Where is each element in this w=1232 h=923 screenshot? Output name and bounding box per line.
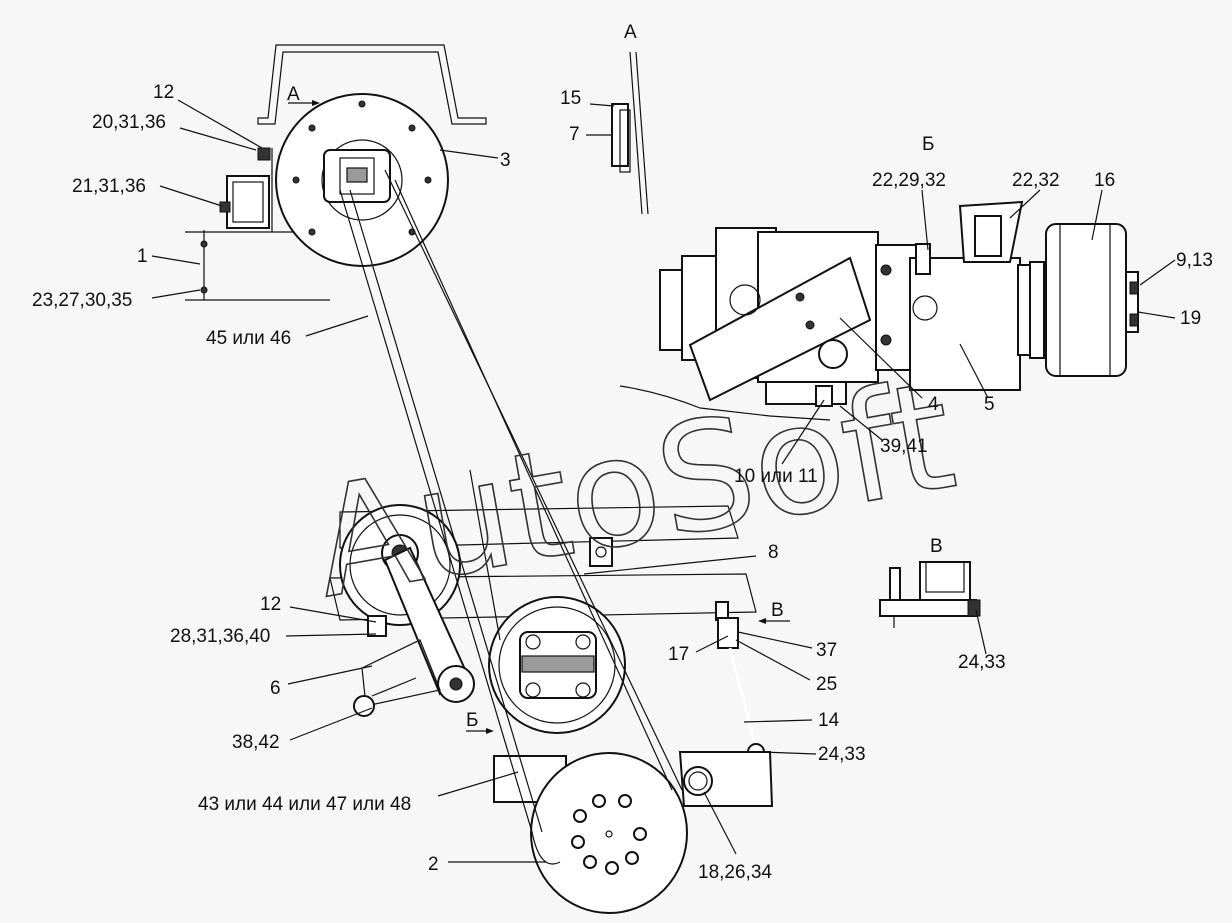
label-25: 25 <box>816 674 837 695</box>
label-9-13: 9,13 <box>1176 250 1213 271</box>
label-4: 4 <box>928 394 939 415</box>
watermark-text: AutoSoft <box>301 349 966 632</box>
view-markers: А А Б Б В В <box>287 22 943 734</box>
label-20-31-36: 20,31,36 <box>92 112 166 133</box>
label-12-mid: 12 <box>260 594 281 615</box>
label-6: 6 <box>270 678 281 699</box>
label-43-44-47-48: 43 или 44 или 47 или 48 <box>198 794 411 815</box>
label-7: 7 <box>569 124 580 145</box>
view-v-title: В <box>930 536 943 557</box>
label-21-31-36: 21,31,36 <box>72 176 146 197</box>
tensioner-pulley <box>339 504 475 717</box>
view-a-arrow-label: А <box>287 84 300 105</box>
label-18-26-34: 18,26,34 <box>698 862 772 883</box>
label-24-33-view-v: 24,33 <box>958 652 1006 673</box>
view-v-arrow-label: В <box>771 600 784 621</box>
label-22-32: 22,32 <box>1012 170 1060 191</box>
label-14: 14 <box>818 710 840 731</box>
label-38-42: 38,42 <box>232 732 280 753</box>
top-bracket <box>257 44 487 125</box>
callout-labels: 12 20,31,36 21,31,36 1 23,27,30,35 45 ил… <box>32 82 1213 883</box>
label-28-31-36-40: 28,31,36,40 <box>170 626 270 647</box>
label-23-27-30-35: 23,27,30,35 <box>32 290 132 311</box>
label-45-or-46: 45 или 46 <box>206 328 291 349</box>
bottom-frame <box>493 751 774 807</box>
view-b-arrow-label: Б <box>466 710 478 731</box>
label-2: 2 <box>428 854 439 875</box>
label-16: 16 <box>1094 170 1115 191</box>
watermark: AutoSoft <box>300 348 966 633</box>
label-10-or-11: 10 или 11 <box>734 466 818 487</box>
label-24-33-mid: 24,33 <box>818 744 866 765</box>
label-39-41: 39,41 <box>880 436 928 457</box>
view-v-detail <box>879 561 981 628</box>
label-15: 15 <box>560 88 581 109</box>
label-3: 3 <box>500 150 511 171</box>
label-17: 17 <box>668 644 689 665</box>
label-19: 19 <box>1180 308 1201 329</box>
middle-pulley <box>488 596 626 734</box>
label-5: 5 <box>984 394 995 415</box>
view-b-title: Б <box>922 134 934 155</box>
view-a-title: А <box>624 22 637 43</box>
pump-assembly <box>619 200 1139 421</box>
view-a-detail <box>611 51 649 215</box>
tension-rod <box>715 601 765 761</box>
label-12-top: 12 <box>153 82 174 103</box>
lower-frame <box>329 505 757 621</box>
bottom-pulley <box>530 752 688 914</box>
label-1: 1 <box>137 246 148 267</box>
top-frame-beam <box>185 147 330 301</box>
label-8: 8 <box>768 542 779 563</box>
leader-lines <box>151 99 1176 863</box>
label-22-29-32: 22,29,32 <box>872 170 946 191</box>
v-belts <box>339 169 683 865</box>
label-37: 37 <box>816 640 837 661</box>
top-pulley <box>275 93 449 267</box>
